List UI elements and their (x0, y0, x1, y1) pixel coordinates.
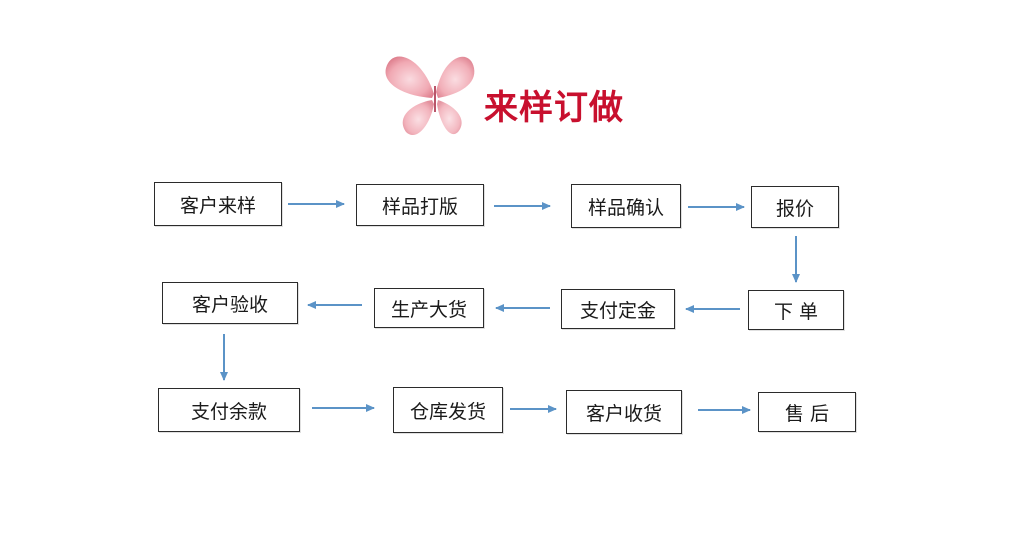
step-customer-sample: 客户来样 (154, 182, 282, 226)
step-pay-deposit: 支付定金 (561, 289, 675, 329)
butterfly-icon (385, 56, 475, 136)
step-mass-production: 生产大货 (374, 288, 484, 328)
step-pay-balance: 支付余款 (158, 388, 300, 432)
step-sample-making: 样品打版 (356, 184, 484, 226)
page-title: 来样订做 (484, 88, 624, 128)
step-customer-receipt: 客户收货 (566, 390, 682, 434)
step-warehouse-shipping: 仓库发货 (393, 387, 503, 433)
step-place-order: 下 单 (748, 290, 844, 330)
step-sample-confirm: 样品确认 (571, 184, 681, 228)
step-after-sales: 售 后 (758, 392, 856, 432)
step-quotation: 报价 (751, 186, 839, 228)
step-customer-inspection: 客户验收 (162, 282, 298, 324)
